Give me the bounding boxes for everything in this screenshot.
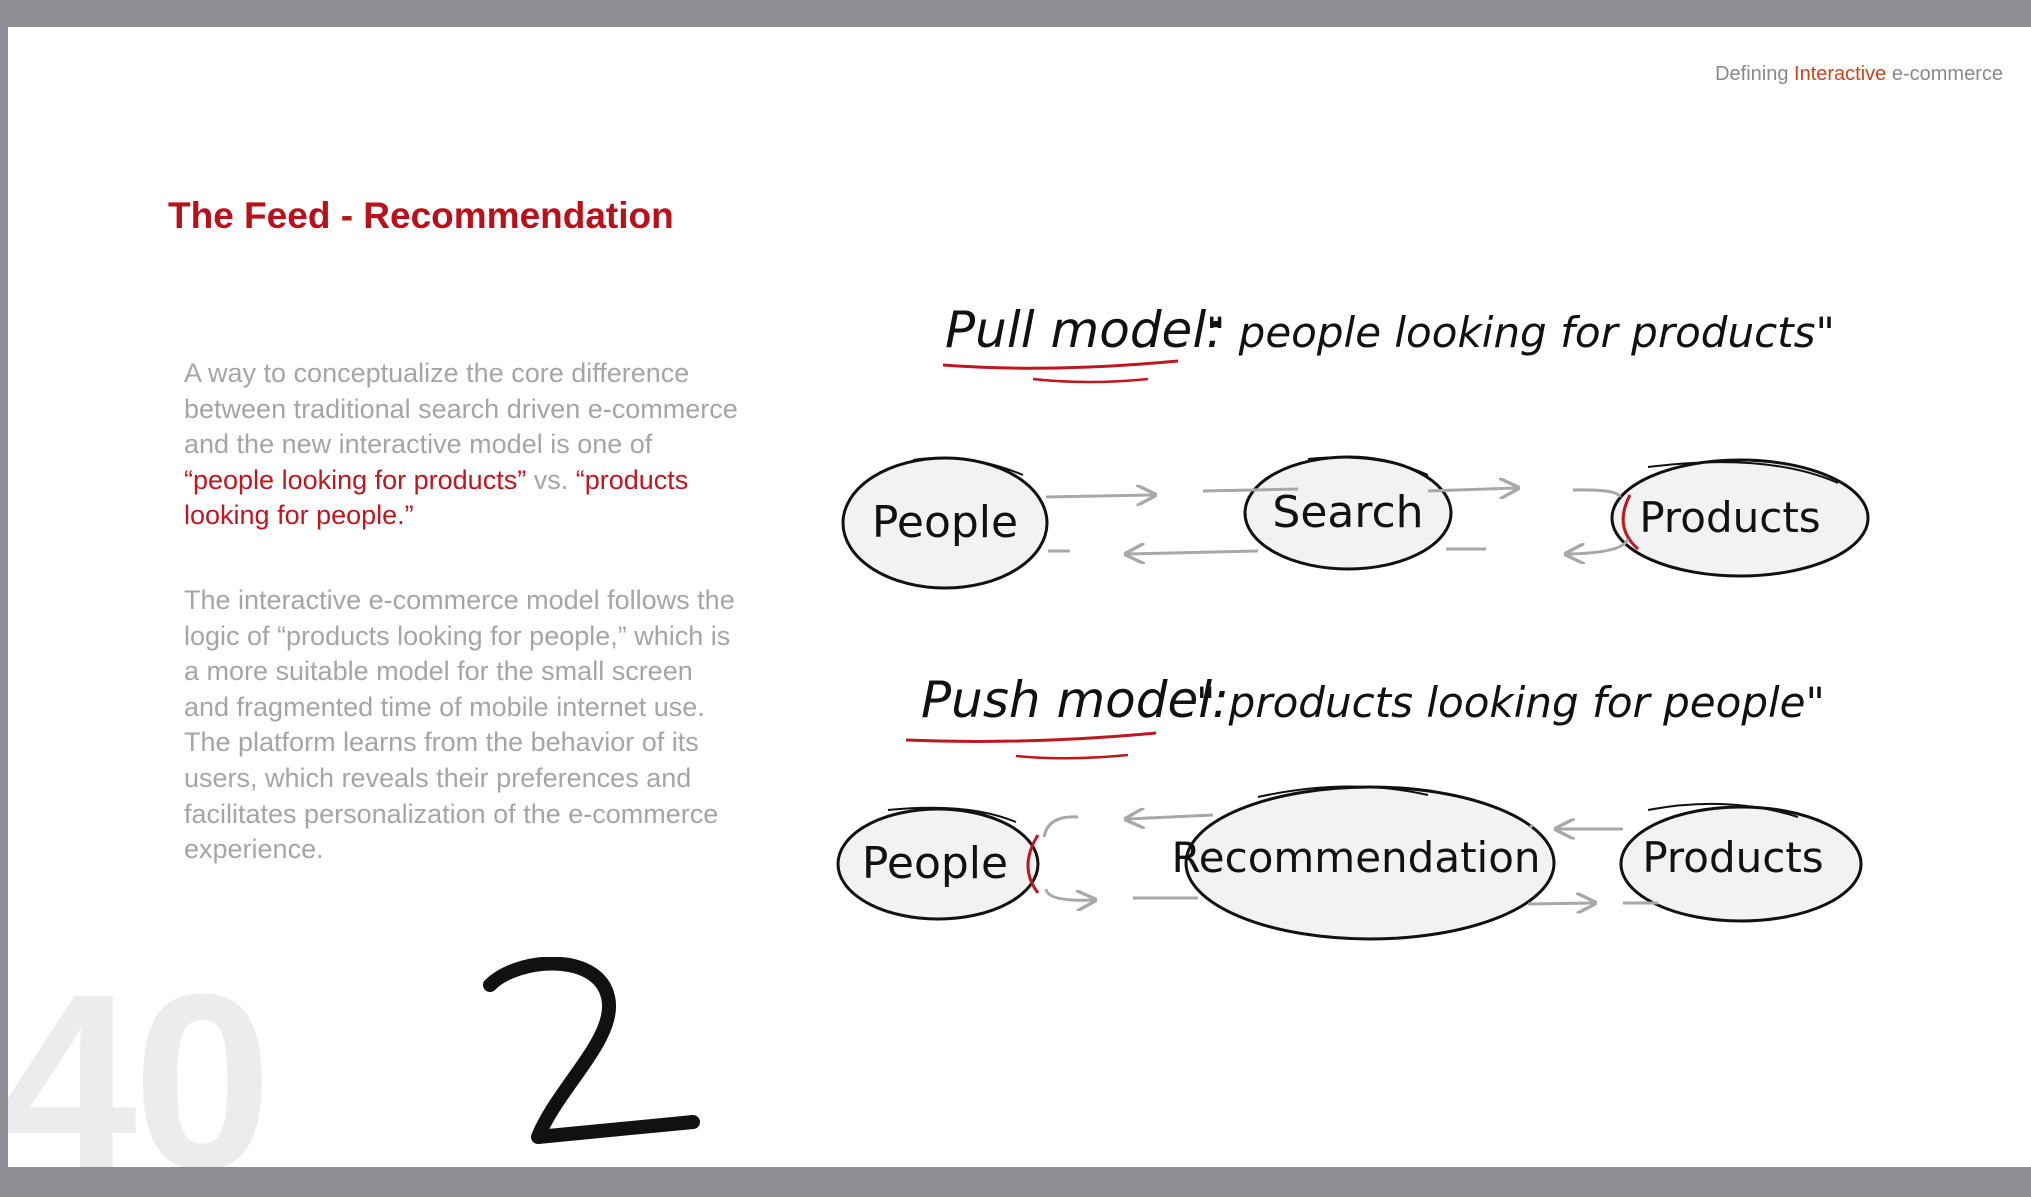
push-node-people-label: People bbox=[862, 838, 1008, 889]
pull-arrow-search-people bbox=[1128, 551, 1259, 554]
pull-heading: Pull model: bbox=[945, 301, 1223, 359]
pull-node-people: People bbox=[841, 456, 1049, 590]
pull-arrows bbox=[1045, 488, 1630, 554]
push-node-recommendation: Recommendation bbox=[1171, 785, 1556, 941]
pull-arrow-people-search bbox=[1045, 495, 1153, 497]
body-paragraph: The interactive e-commerce model follows… bbox=[184, 585, 735, 865]
push-heading: Push model: bbox=[921, 671, 1229, 729]
push-underline-2 bbox=[1015, 753, 1129, 760]
push-node-products-label: Products bbox=[1642, 833, 1823, 882]
intro-text: A way to conceptualize the core differen… bbox=[184, 358, 738, 460]
pull-arrow-search-products bbox=[1427, 488, 1516, 491]
page-number: 40 bbox=[8, 942, 272, 1168]
header-suffix: e-commerce bbox=[1891, 63, 2003, 85]
pull-underline-2 bbox=[1032, 377, 1149, 384]
handwritten-digit-two: 2 bbox=[483, 957, 700, 1144]
push-node-people: People bbox=[836, 806, 1040, 921]
intro-vs: vs. bbox=[526, 464, 576, 495]
push-underline bbox=[905, 731, 1157, 743]
pull-arrow-products-search bbox=[1568, 538, 1630, 554]
pull-underline bbox=[942, 359, 1179, 370]
push-arrow-recommendation-people bbox=[1128, 815, 1214, 819]
pull-node-people-label: People bbox=[872, 497, 1018, 548]
push-quote: " products looking for people" bbox=[1196, 678, 1825, 727]
push-arrow-people-recommendation bbox=[1044, 888, 1093, 900]
push-arrow-recommendation-products bbox=[1527, 903, 1593, 904]
highlight-pull: “people looking for products” bbox=[184, 464, 527, 495]
pull-node-search: Search bbox=[1243, 455, 1453, 571]
highlight-push: “products looking for people.” bbox=[184, 464, 689, 531]
model-diagram: Pull model: " people looking for product… bbox=[836, 301, 1870, 941]
header-tag: Defining Interactive e-commerce bbox=[1715, 63, 2003, 86]
push-node-recommendation-label: Recommendation bbox=[1171, 833, 1540, 882]
header-prefix: Defining bbox=[1715, 63, 1789, 85]
slide-title: The Feed - Recommendation bbox=[168, 195, 674, 236]
push-node-products: Products bbox=[1619, 802, 1863, 923]
pull-node-products: Products bbox=[1610, 458, 1870, 578]
pull-node-products-label: Products bbox=[1639, 493, 1820, 542]
pull-node-search-label: Search bbox=[1272, 487, 1423, 538]
pull-quote: " people looking for products" bbox=[1206, 308, 1835, 357]
intro-paragraph: A way to conceptualize the core differen… bbox=[184, 356, 744, 534]
slide: Defining Interactive e-commerce The Feed… bbox=[8, 27, 2031, 1167]
header-accent: Interactive bbox=[1794, 63, 1887, 85]
push-arrows bbox=[1042, 815, 1658, 904]
